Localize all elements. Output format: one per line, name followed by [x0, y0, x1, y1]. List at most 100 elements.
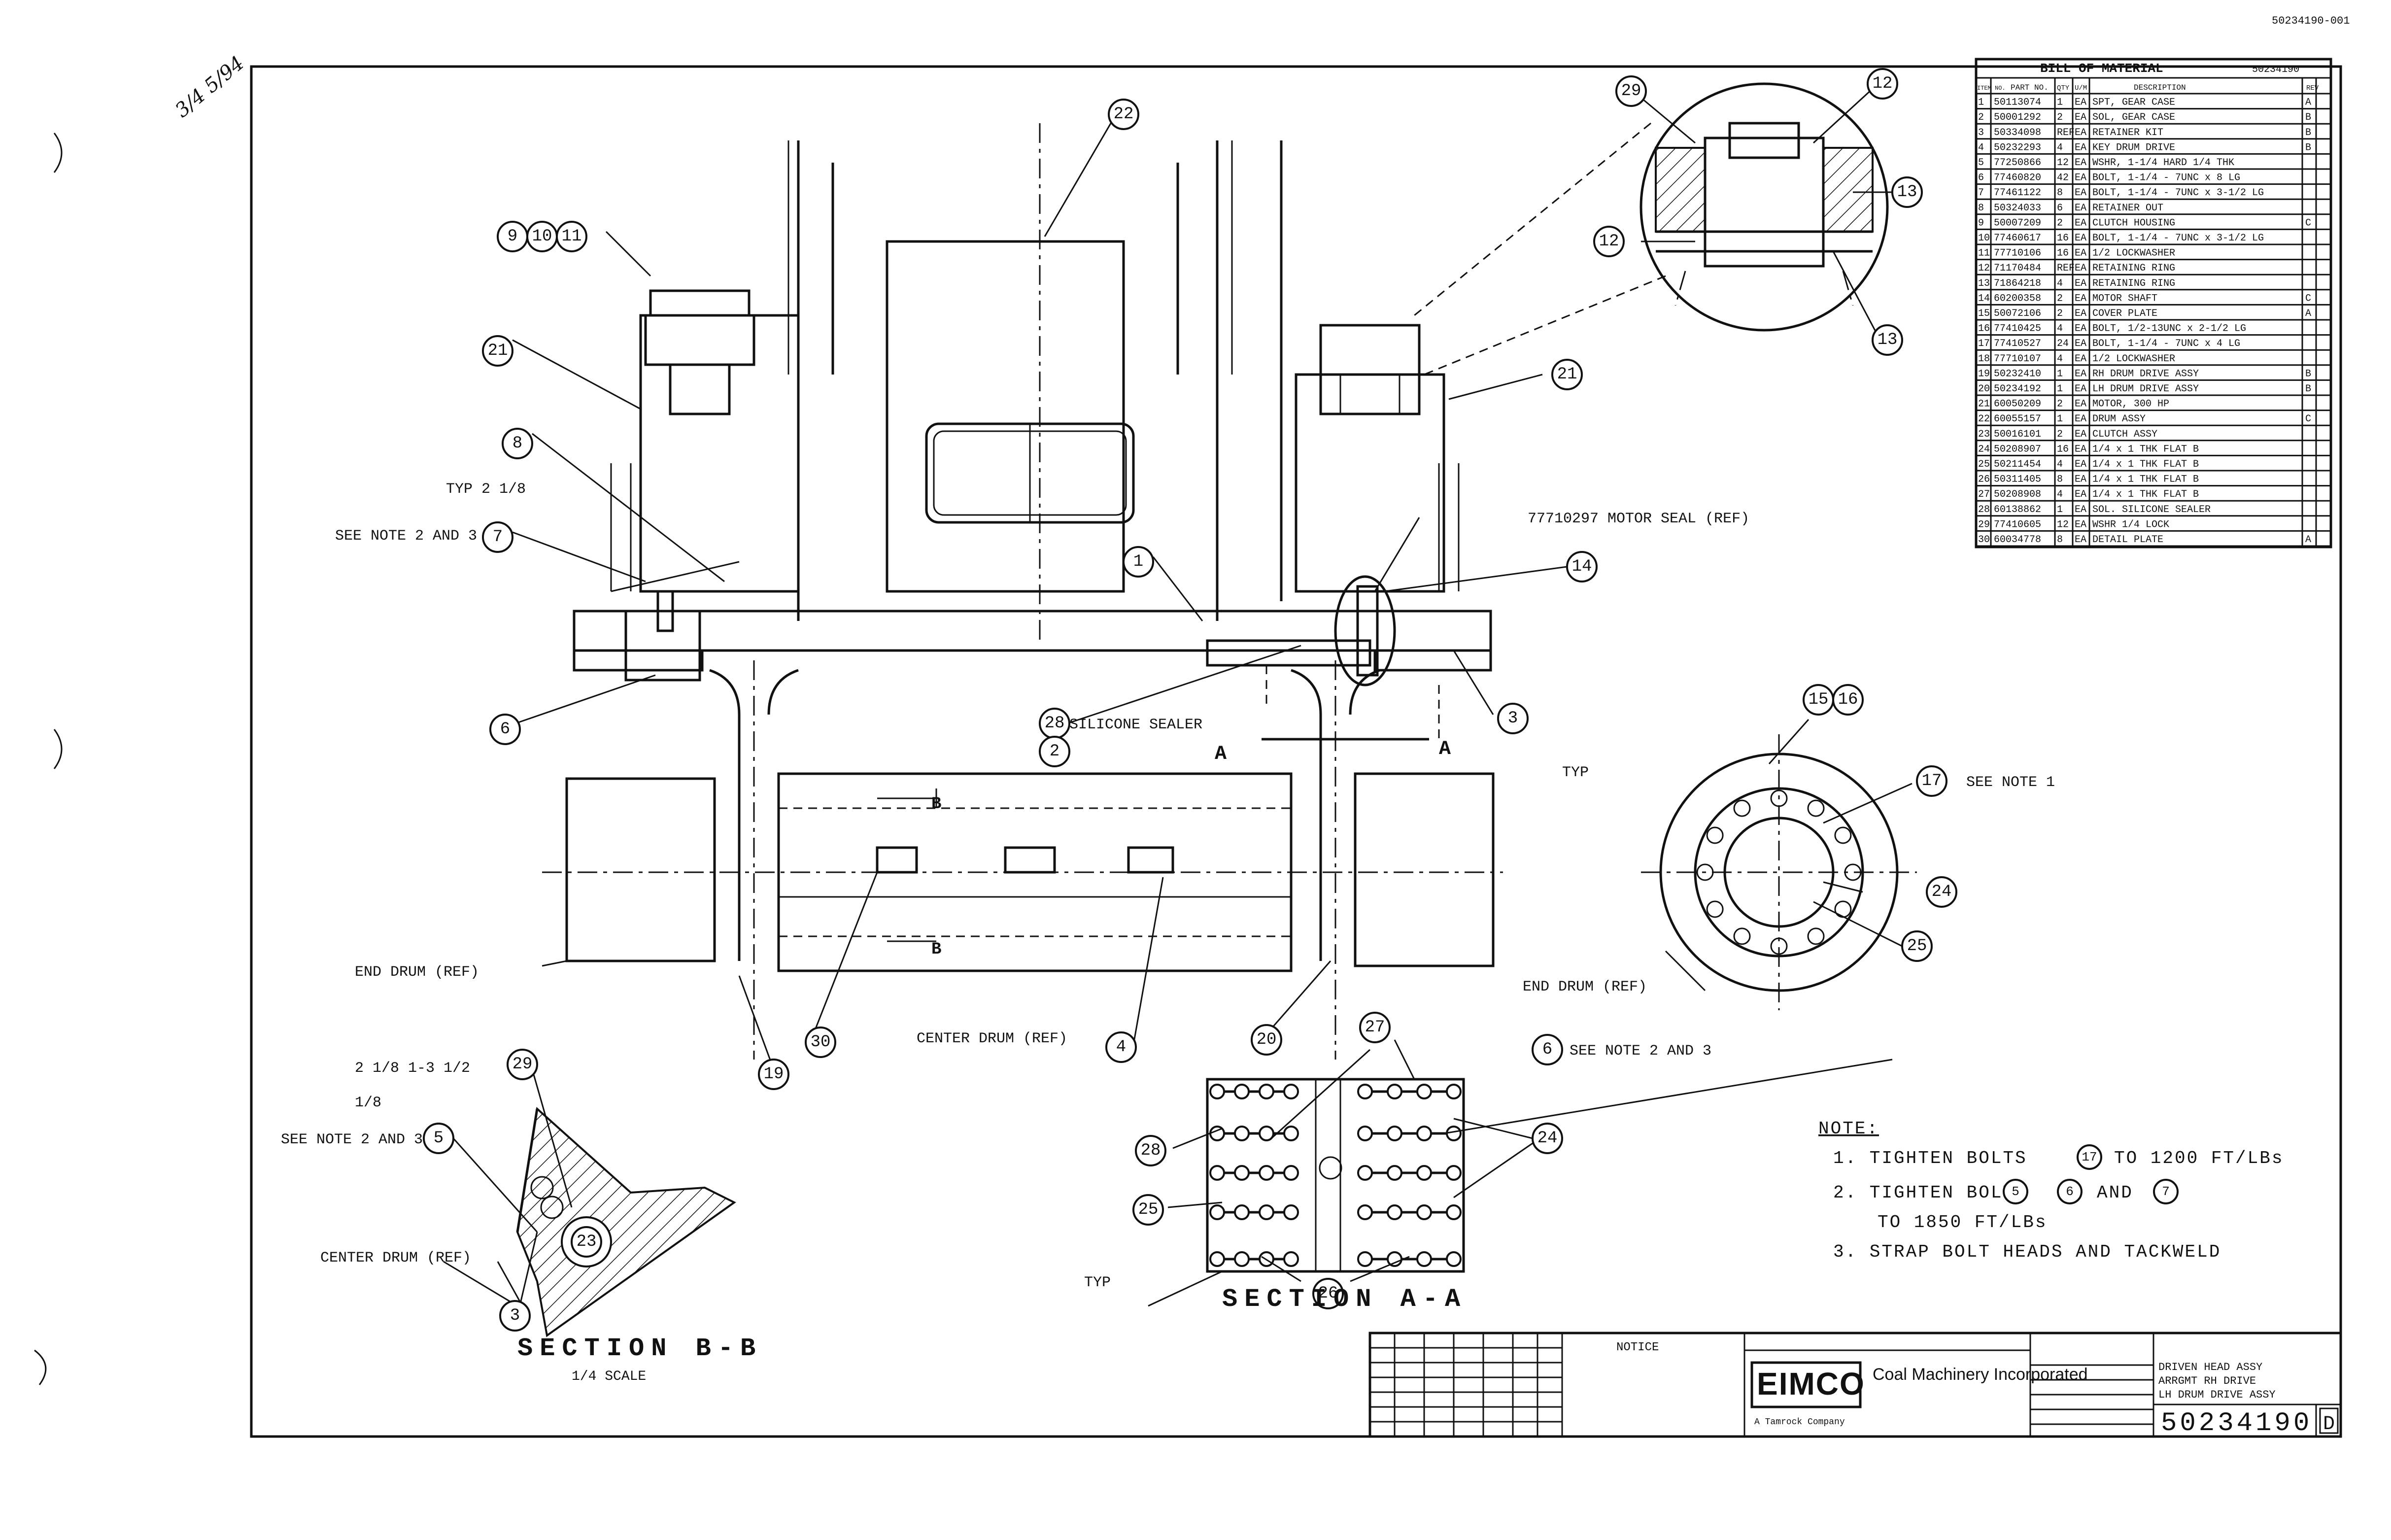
bom-cell-desc: WSHR, 1-1/4 HARD 1/4 THK: [2092, 157, 2234, 169]
bom-cell-um: EA: [2075, 248, 2086, 259]
bom-col-rev: REV: [2306, 84, 2319, 92]
bom-cell-part: 77710107: [1994, 353, 2041, 365]
svg-text:24: 24: [1932, 883, 1952, 901]
balloon-30: 30: [805, 1027, 836, 1058]
balloon-9: 9: [497, 221, 528, 252]
bom-cell-desc: 1/4 x 1 THK FLAT B: [2092, 489, 2199, 500]
bom-cell-part: 50007209: [1994, 217, 2041, 229]
company-sub: A Tamrock Company: [1754, 1417, 1845, 1427]
svg-text:5: 5: [434, 1129, 444, 1148]
label-center-drum-b: CENTER DRUM (REF): [320, 1250, 471, 1266]
svg-text:26: 26: [1318, 1284, 1338, 1303]
bom-cell-qty: 2: [2057, 399, 2063, 410]
bom-col-desc: DESCRIPTION: [2134, 83, 2186, 92]
company-logo: EIMCO: [1757, 1366, 1865, 1402]
bom-cell-qty: 8: [2057, 474, 2063, 485]
bom-cell-part: 77250866: [1994, 157, 2041, 169]
balloon-6: 6: [489, 714, 521, 745]
bom-cell-desc: BOLT, 1-1/4 - 7UNC x 8 LG: [2092, 172, 2240, 184]
bom-col-um: U/M: [2075, 84, 2087, 92]
svg-text:28: 28: [1141, 1141, 1161, 1160]
bom-cell-item: 28: [1978, 504, 1990, 515]
bom-cell-part: 50113074: [1994, 97, 2041, 108]
bolt-strap: [1209, 1251, 1299, 1267]
bom-cell-rev: B: [2305, 112, 2311, 123]
bom-cell-um: EA: [2075, 278, 2086, 289]
bom-cell-item: 7: [1978, 187, 1984, 199]
bom-cell-rev: B: [2305, 368, 2311, 379]
bom-cell-um: EA: [2075, 474, 2086, 485]
section-bb-title: SECTION B-B: [517, 1334, 762, 1363]
bom-cell-qty: 1: [2057, 97, 2063, 108]
bom-cell-qty: 8: [2057, 534, 2063, 546]
bom-cell-um: EA: [2075, 142, 2086, 153]
bom-cell-um: EA: [2075, 444, 2086, 455]
bom-cell-um: EA: [2075, 459, 2086, 470]
bom-cell-qty: 8: [2057, 187, 2063, 199]
svg-text:22: 22: [1114, 105, 1134, 124]
bom-cell-um: EA: [2075, 112, 2086, 123]
bom-cell-item: 5: [1978, 157, 1984, 169]
bom-cell-item: 19: [1978, 368, 1990, 379]
callout-labels: TYP 2 1/8 SEE NOTE 2 AND 3 77710297 MOTO…: [281, 481, 2055, 1291]
bom-cell-part: 50234192: [1994, 383, 2041, 395]
svg-text:6: 6: [500, 720, 510, 739]
bom-cell-qty: 2: [2057, 112, 2063, 123]
bom-col-part: PART NO.: [2011, 83, 2049, 92]
bom-cell-rev: B: [2305, 127, 2311, 138]
bolt-hole: [1807, 799, 1825, 817]
balloon-12-detail: 12: [1867, 68, 1898, 100]
bolt-hole: [1844, 863, 1862, 881]
bom-cell-um: EA: [2075, 97, 2086, 108]
bom-cell-item: 12: [1978, 263, 1990, 274]
bom-cell-um: EA: [2075, 217, 2086, 229]
bom-cell-part: 77461122: [1994, 187, 2041, 199]
bom-cell-desc: RETAINING RING: [2092, 278, 2175, 289]
svg-text:2: 2: [1050, 742, 1059, 761]
bom-title: BILL OF MATERIAL: [2040, 61, 2163, 76]
bolt-strap: [1209, 1165, 1299, 1181]
bolt-strap: [1209, 1084, 1299, 1099]
balloon-20: 20: [1251, 1024, 1282, 1056]
bom-cell-item: 29: [1978, 519, 1990, 530]
svg-text:1: 1: [1133, 552, 1143, 571]
bolt-strap: [1357, 1084, 1462, 1099]
bom-cell-part: 60034778: [1994, 534, 2041, 546]
balloon-10: 10: [526, 221, 558, 252]
bom-cell-item: 15: [1978, 308, 1990, 319]
section-aa-title: SECTION A-A: [1222, 1285, 1467, 1314]
bom-cell-desc: MOTOR SHAFT: [2092, 293, 2157, 304]
balloon-21-left: 21: [482, 335, 513, 367]
bom-cell-um: EA: [2075, 504, 2086, 515]
balloon-24: 24: [1926, 876, 1957, 908]
label-end-drum-right: END DRUM (REF): [1523, 979, 1647, 995]
balloon-1: 1: [1123, 546, 1154, 578]
svg-text:28: 28: [1045, 714, 1065, 733]
bom-cell-qty: 42: [2057, 172, 2069, 184]
bolt-hole: [1696, 863, 1714, 881]
bom-cell-desc: BOLT, 1-1/4 - 7UNC x 4 LG: [2092, 338, 2240, 349]
bom-cell-desc: RH DRUM DRIVE ASSY: [2092, 368, 2199, 379]
bom-cell-item: 26: [1978, 474, 1990, 485]
bom-cell-desc: COVER PLATE: [2092, 308, 2157, 319]
bom-cell-desc: CLUTCH ASSY: [2092, 429, 2157, 440]
bolt-strap: [1357, 1251, 1462, 1267]
balloon-4: 4: [1105, 1031, 1137, 1063]
bom-cell-part: 50311405: [1994, 474, 2041, 485]
bom-cell-rev: A: [2305, 534, 2311, 546]
drawing-border: [250, 65, 2342, 1438]
bom-cell-part: 77460617: [1994, 233, 2041, 244]
balloon-19: 19: [758, 1059, 789, 1090]
balloon-3: 3: [1497, 703, 1529, 734]
revision: D: [2323, 1413, 2335, 1436]
